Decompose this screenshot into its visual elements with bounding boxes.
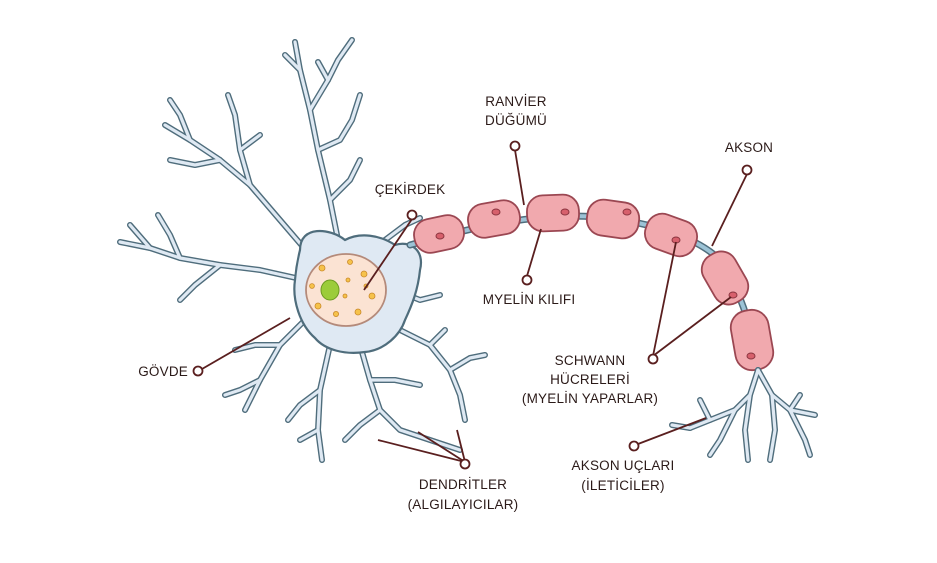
label-govde: GÖVDE (138, 364, 188, 379)
branch-fill (790, 410, 810, 455)
label-akson: AKSON (725, 140, 773, 155)
axon-terminals (672, 370, 815, 460)
branch-fill (700, 400, 710, 420)
branch-outline (245, 315, 310, 410)
label-schwann-2: HÜCRELERİ (550, 372, 630, 387)
leader-lines (194, 142, 752, 469)
myelin-sheath (411, 194, 776, 373)
branch-fill (180, 265, 220, 300)
label-ranvier-2: DÜĞÜMÜ (485, 113, 547, 128)
label-schwann-3: (MYELİN YAPARLAR) (522, 391, 658, 406)
branch-fill (300, 430, 318, 440)
branch-fill (430, 330, 445, 345)
label-dendritler-2: (ALGILAYICILAR) (408, 497, 519, 512)
branch-fill (310, 40, 352, 110)
label-myelin-kilifi: MYELİN KILIFI (483, 292, 576, 307)
label-ranvier-1: RANVİER (485, 94, 546, 109)
branch-fill (345, 410, 380, 440)
nucleus (306, 254, 386, 326)
branch-fill (318, 62, 328, 80)
branch-fill (240, 135, 260, 150)
label-akson-uclari-1: AKSON UÇLARI (572, 458, 675, 473)
branch-fill (330, 160, 360, 200)
branch-fill (758, 370, 815, 415)
nucleolus (321, 280, 339, 300)
label-cekirdek: ÇEKİRDEK (375, 182, 446, 197)
label-akson-uclari-2: (İLETİCİLER) (581, 478, 664, 493)
label-schwann-1: SCHWANN (555, 353, 626, 368)
label-dendritler-1: DENDRİTLER (419, 477, 507, 492)
